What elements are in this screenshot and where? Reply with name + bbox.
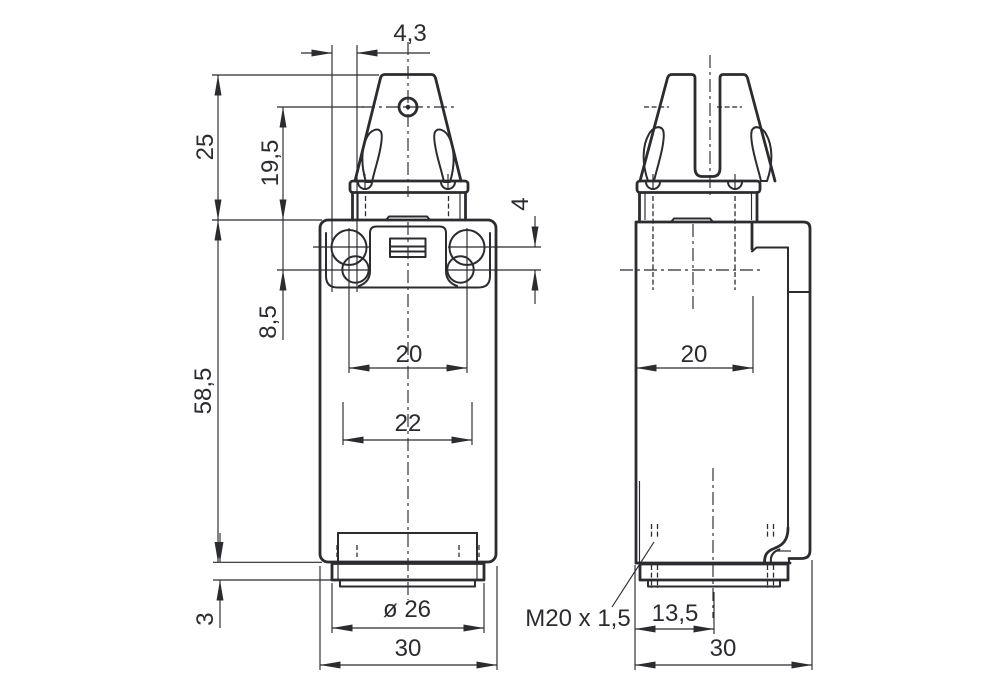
side-body-outline (634, 220, 812, 565)
gland-hook (763, 526, 790, 565)
side-dimensions: 20 13,5 30 M20 x 1,5 (525, 296, 813, 670)
front-centerlines (362, 42, 455, 600)
dim-label-dia-26: ø 26 (383, 596, 431, 623)
thread-leader-line (611, 541, 655, 608)
dim-label-58-5: 58,5 (190, 368, 217, 415)
dim-label-30-side: 30 (710, 635, 737, 662)
side-head-collar (635, 179, 762, 194)
head-collar (348, 179, 470, 194)
dim-label-30-front: 30 (395, 635, 422, 662)
side-head-slot-left (642, 126, 665, 182)
side-plunger-head (635, 73, 777, 222)
head-slot-right (433, 128, 455, 183)
dim-label-4: 4 (507, 197, 534, 210)
thread-label: M20 x 1,5 (525, 605, 630, 632)
side-head-outline (638, 73, 777, 183)
head-slot-left (361, 128, 383, 183)
cover-seam-upper (751, 246, 789, 253)
front-dimensions: 4,3 25 19,5 58,5 8,5 4 (190, 20, 541, 670)
dim-label-20-front: 20 (396, 341, 423, 368)
side-base (638, 562, 790, 588)
side-view (620, 55, 812, 618)
side-head-slot-right (750, 126, 773, 182)
dim-label-3: 3 (192, 612, 219, 625)
front-plunger-head (348, 73, 470, 222)
dim-label-22: 22 (395, 410, 422, 437)
dim-label-13-5: 13,5 (652, 600, 699, 627)
dim-label-25: 25 (192, 134, 219, 161)
body-top-tab (385, 215, 431, 221)
side-base-disc (647, 579, 781, 588)
dim-label-19-5: 19,5 (257, 140, 284, 187)
dim-label-4-3: 4,3 (393, 20, 426, 47)
dim-label-20-side: 20 (681, 341, 708, 368)
side-centerlines (620, 55, 764, 618)
dim-label-8-5: 8,5 (255, 305, 282, 338)
